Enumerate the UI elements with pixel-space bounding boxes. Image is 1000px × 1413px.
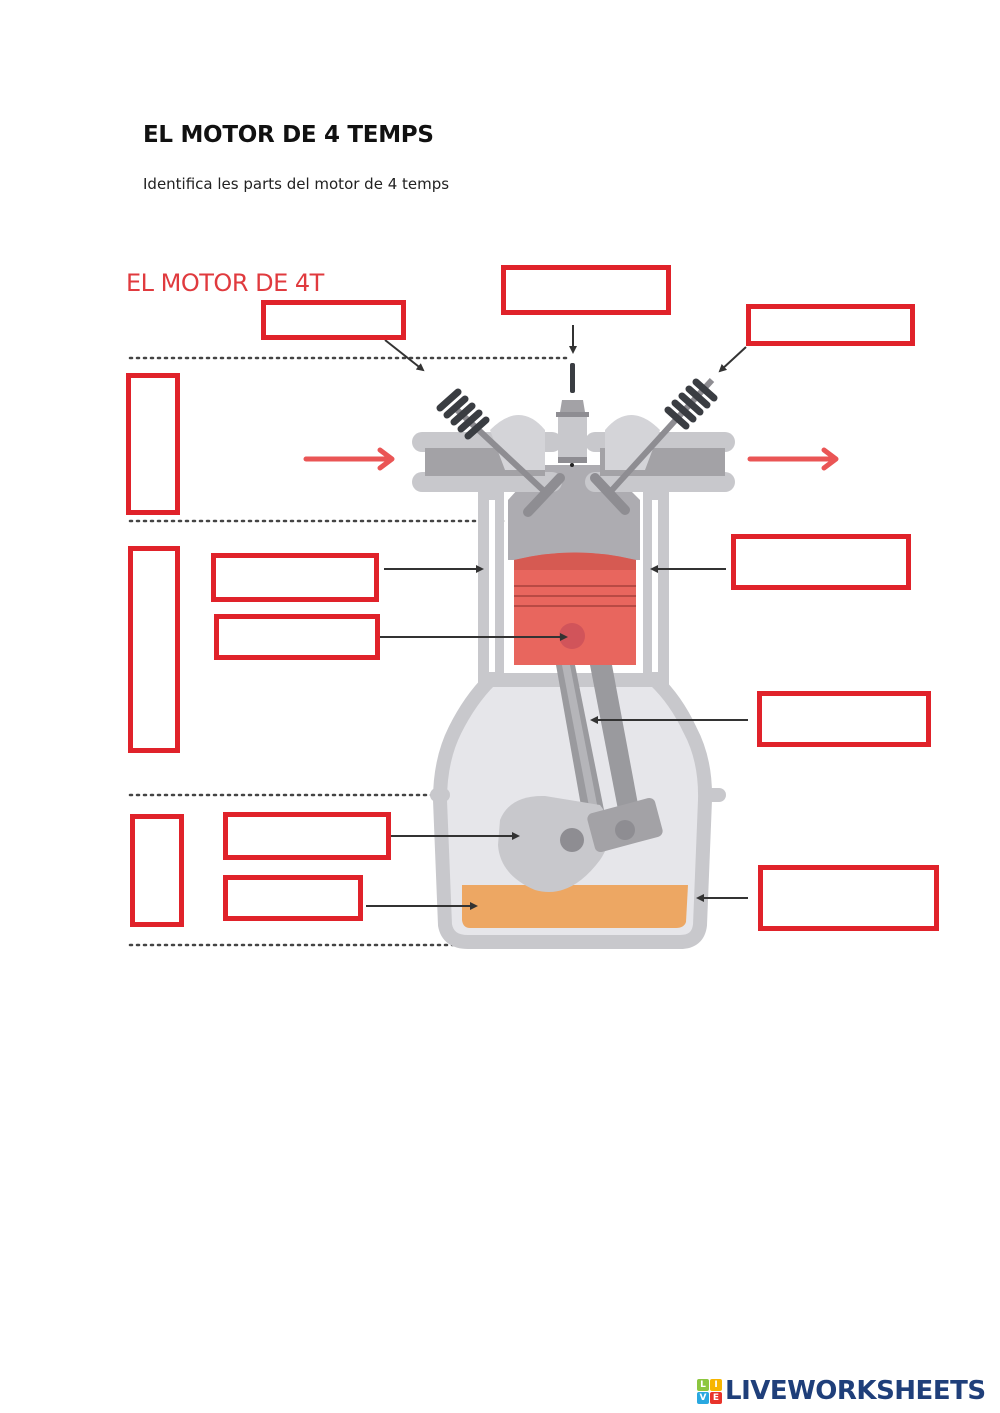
answer-input[interactable]	[135, 819, 179, 922]
logo-letter-i: I	[710, 1378, 722, 1391]
liveworksheets-logo: L I V E LIVEWORKSHEETS	[697, 1376, 986, 1406]
answer-input[interactable]	[219, 619, 375, 655]
logo-letter-l: L	[697, 1378, 709, 1391]
engine-diagram: EL MOTOR DE 4T	[126, 265, 939, 949]
answer-input[interactable]	[762, 696, 926, 742]
pointer-arrows	[365, 325, 748, 910]
answer-box-section-crankcase[interactable]	[130, 814, 184, 927]
answer-input[interactable]	[216, 558, 374, 597]
answer-box-spark-plug[interactable]	[501, 265, 671, 315]
logo-letter-e: E	[710, 1391, 722, 1404]
answer-input[interactable]	[506, 270, 666, 310]
answer-box-section-head[interactable]	[126, 373, 180, 515]
answer-box-intake-valve[interactable]	[261, 300, 406, 340]
answer-input[interactable]	[751, 309, 910, 341]
logo-letter-v: V	[697, 1391, 709, 1404]
answer-input[interactable]	[131, 378, 175, 510]
intake-valve-shape	[436, 388, 565, 517]
answer-input[interactable]	[266, 305, 401, 335]
answer-input[interactable]	[736, 539, 906, 585]
answer-input[interactable]	[228, 817, 386, 855]
engine-illustration	[128, 325, 839, 949]
brand-name: LIVEWORKSHEETS	[725, 1376, 986, 1406]
diagram-title: EL MOTOR DE 4T	[126, 269, 324, 297]
connecting-rod	[556, 665, 640, 834]
answer-box-crankshaft[interactable]	[223, 812, 391, 860]
exhaust-valve-shape	[590, 377, 718, 515]
answer-box-cylinder-left[interactable]	[211, 553, 379, 602]
instruction-text: Identifica les parts del motor de 4 temp…	[143, 175, 450, 193]
piston	[514, 552, 636, 665]
answer-input[interactable]	[228, 880, 358, 916]
answer-box-connecting-rod[interactable]	[757, 691, 931, 747]
live-logo-icon: L I V E	[697, 1378, 722, 1404]
flow-arrows	[303, 447, 839, 471]
page-title: EL MOTOR DE 4 TEMPS	[143, 122, 434, 148]
spark-plug-shape	[556, 363, 589, 467]
answer-box-piston-pin[interactable]	[214, 614, 380, 660]
answer-input[interactable]	[133, 551, 175, 748]
answer-box-exhaust-valve[interactable]	[746, 304, 915, 346]
section-dividers	[128, 356, 568, 947]
answer-box-oil[interactable]	[223, 875, 363, 921]
crankshaft	[498, 795, 663, 892]
answer-box-cylinder-right[interactable]	[731, 534, 911, 590]
answer-box-section-block[interactable]	[128, 546, 180, 753]
answer-box-crankcase[interactable]	[758, 865, 939, 931]
answer-input[interactable]	[763, 870, 934, 926]
